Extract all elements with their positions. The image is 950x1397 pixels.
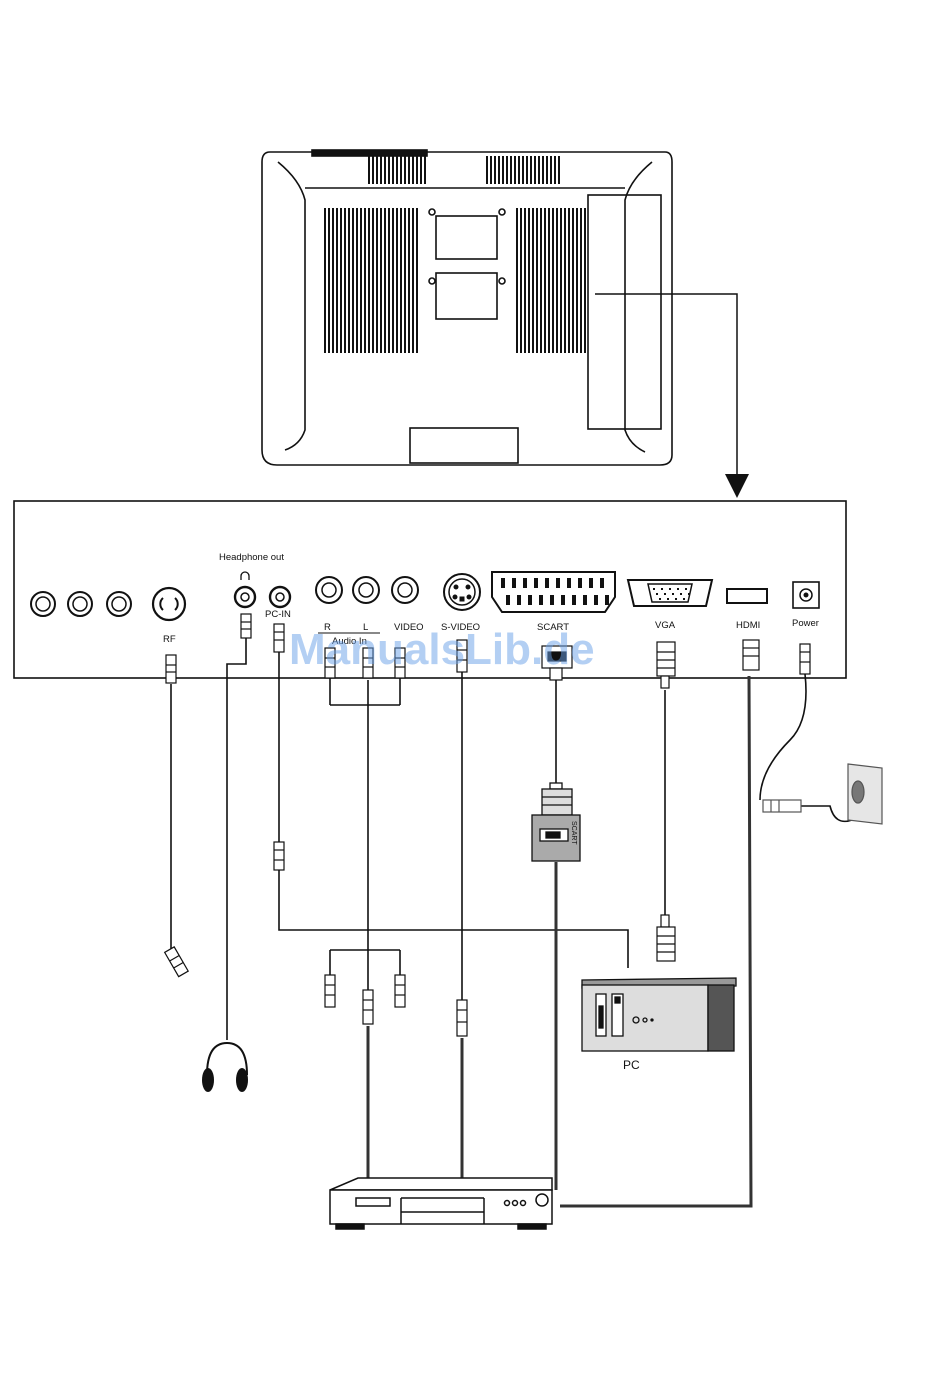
headphone-out-label: Headphone out bbox=[219, 552, 284, 563]
power-jack[interactable] bbox=[793, 582, 819, 608]
pc-in-jack[interactable] bbox=[270, 587, 290, 607]
power-label: Power bbox=[792, 618, 819, 629]
wall-outlet-icon bbox=[763, 764, 882, 824]
watermark: ManualsLib.de bbox=[289, 625, 595, 674]
audio-l-jack[interactable] bbox=[353, 577, 379, 603]
vga-jack[interactable] bbox=[628, 580, 712, 606]
headphone-icon bbox=[241, 572, 249, 580]
video-jack[interactable] bbox=[392, 577, 418, 603]
vga-label: VGA bbox=[655, 620, 676, 631]
pc-label: PC bbox=[623, 1058, 640, 1072]
scart-jack[interactable] bbox=[492, 572, 615, 612]
headphone-jack[interactable] bbox=[235, 587, 255, 607]
hdmi-label: HDMI bbox=[736, 620, 760, 631]
rf-label: RF bbox=[163, 634, 176, 645]
headphones-icon bbox=[202, 1043, 248, 1092]
hdmi-jack[interactable] bbox=[727, 589, 767, 603]
scart-adapter-label: SCART bbox=[570, 821, 577, 845]
unlabeled-jacks bbox=[31, 592, 131, 616]
tv-back-view bbox=[262, 150, 672, 465]
dvd-cables bbox=[368, 676, 751, 1206]
rf-jack[interactable] bbox=[153, 588, 185, 620]
tv-vents bbox=[324, 156, 586, 353]
s-video-jack[interactable] bbox=[444, 574, 480, 610]
audio-r-jack[interactable] bbox=[316, 577, 342, 603]
pc-in-label: PC-IN bbox=[265, 609, 291, 620]
dvd-player-icon bbox=[330, 1178, 552, 1229]
pc-icon bbox=[582, 978, 736, 1051]
